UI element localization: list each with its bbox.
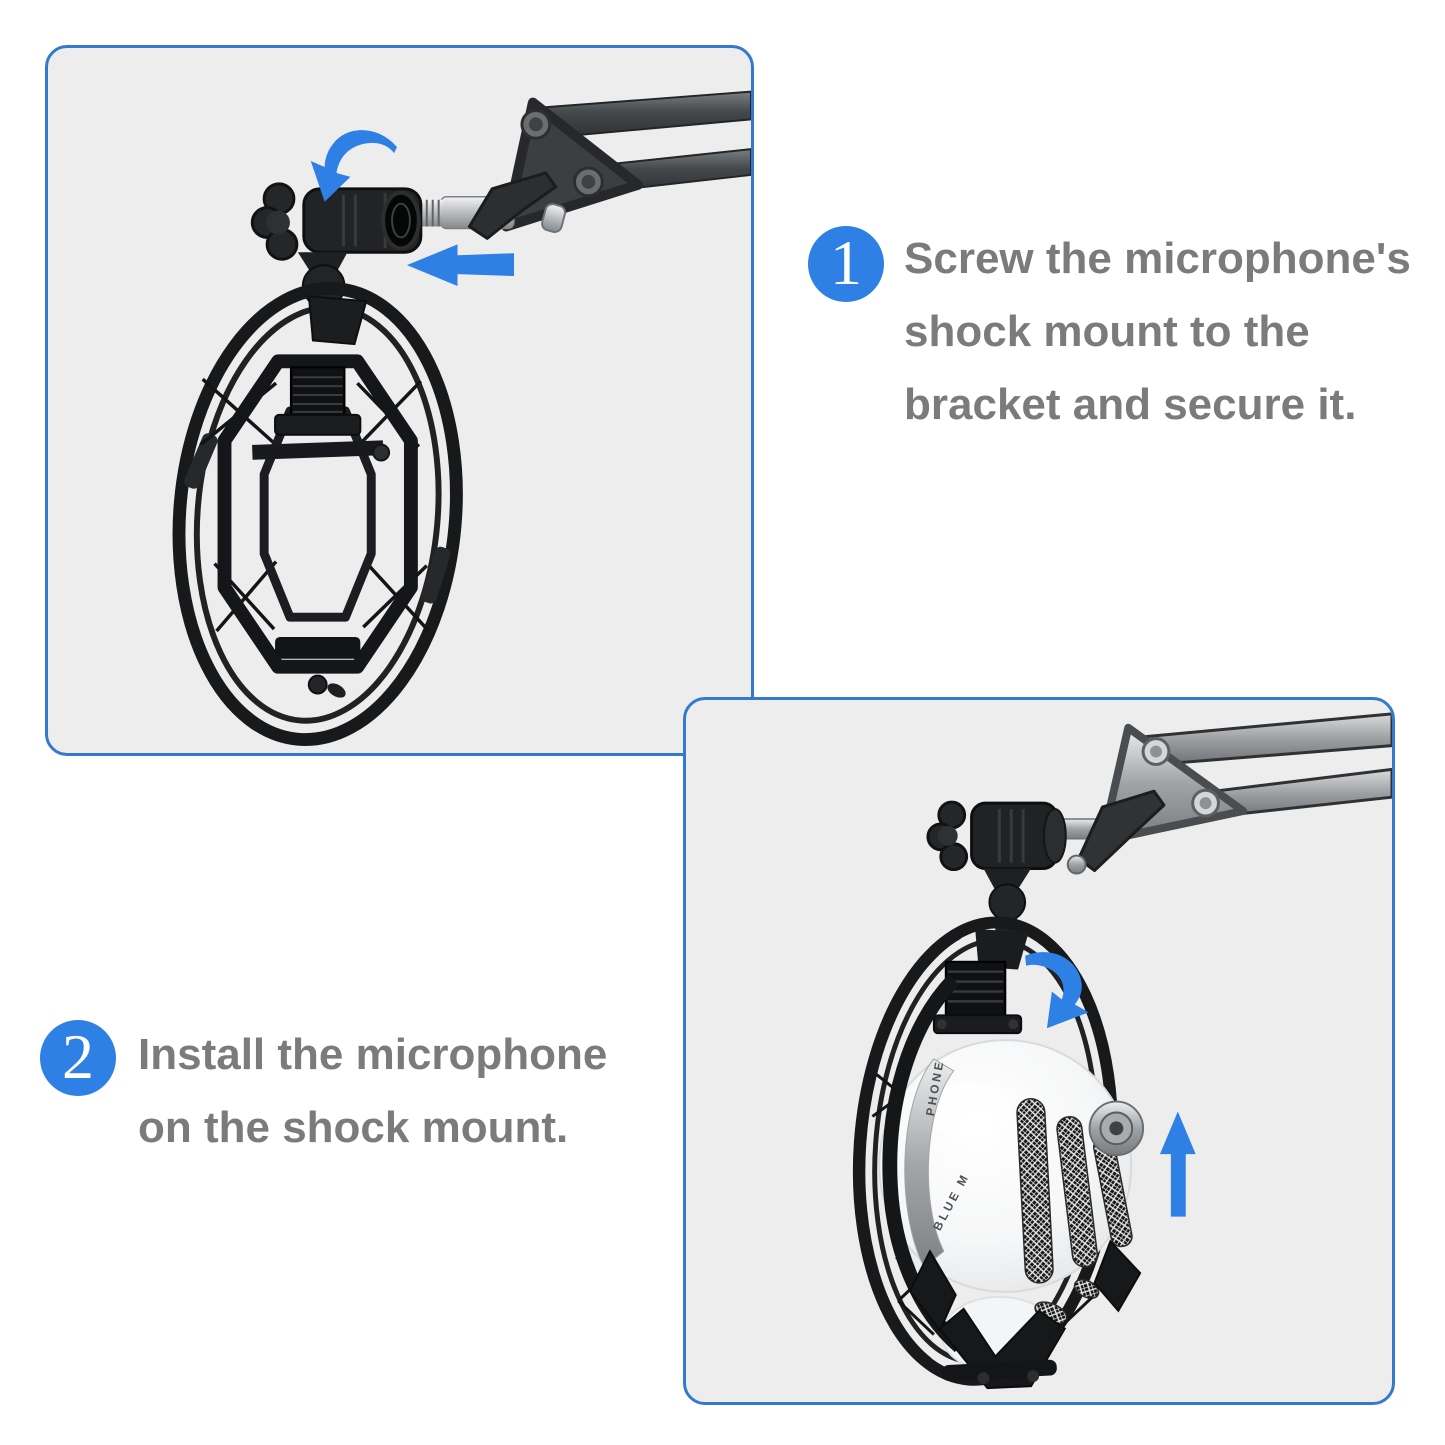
step-2-number-badge: 2 xyxy=(40,1020,116,1096)
step-1-text: Screw the microphone's shock mount to th… xyxy=(904,222,1411,441)
step-1-line-2: shock mount to the xyxy=(904,307,1310,356)
step-1-number-badge: 1 xyxy=(808,226,884,302)
step1-illustration-panel xyxy=(45,45,754,756)
bracket-screw xyxy=(1141,737,1220,818)
swivel-mount xyxy=(250,182,423,340)
adjustment-knob xyxy=(1077,789,1166,873)
arrow-up-icon xyxy=(1159,1111,1196,1217)
bracket-screw xyxy=(520,108,604,198)
cradle-front xyxy=(853,928,1142,1390)
swivel-mount xyxy=(926,800,1067,948)
mount-ring xyxy=(172,282,463,747)
step-2-line-2: on the shock mount. xyxy=(138,1103,569,1152)
boom-arm xyxy=(1034,712,1392,875)
step2-illustration-panel: PHONE BLUE M xyxy=(683,697,1395,1405)
adjustment-knob xyxy=(467,171,558,240)
step-1-line-1: Screw the microphone's xyxy=(904,234,1411,283)
bracket-pin xyxy=(1066,854,1087,875)
shock-mount xyxy=(172,182,463,747)
panel1-graphic xyxy=(172,90,751,747)
arrow-left-icon xyxy=(406,244,515,286)
rotate-arrow-icon xyxy=(1025,952,1089,1029)
step-2: 2 Install the microphone on the shock mo… xyxy=(40,1020,607,1164)
panel2-graphic: PHONE BLUE M xyxy=(852,712,1392,1390)
inner-cradle xyxy=(217,354,418,698)
mic-side-button xyxy=(1088,1100,1145,1157)
step-1: 1 Screw the microphone's shock mount to … xyxy=(808,226,1411,441)
rotate-arrow-icon xyxy=(310,130,398,202)
bracket-pin xyxy=(541,203,567,233)
boom-arm xyxy=(401,90,751,240)
step-2-text: Install the microphone on the shock moun… xyxy=(138,1018,607,1164)
mic-grille-slots xyxy=(1016,1097,1133,1325)
step-1-line-3: bracket and secure it. xyxy=(904,380,1357,429)
step-2-line-1: Install the microphone xyxy=(138,1030,608,1079)
